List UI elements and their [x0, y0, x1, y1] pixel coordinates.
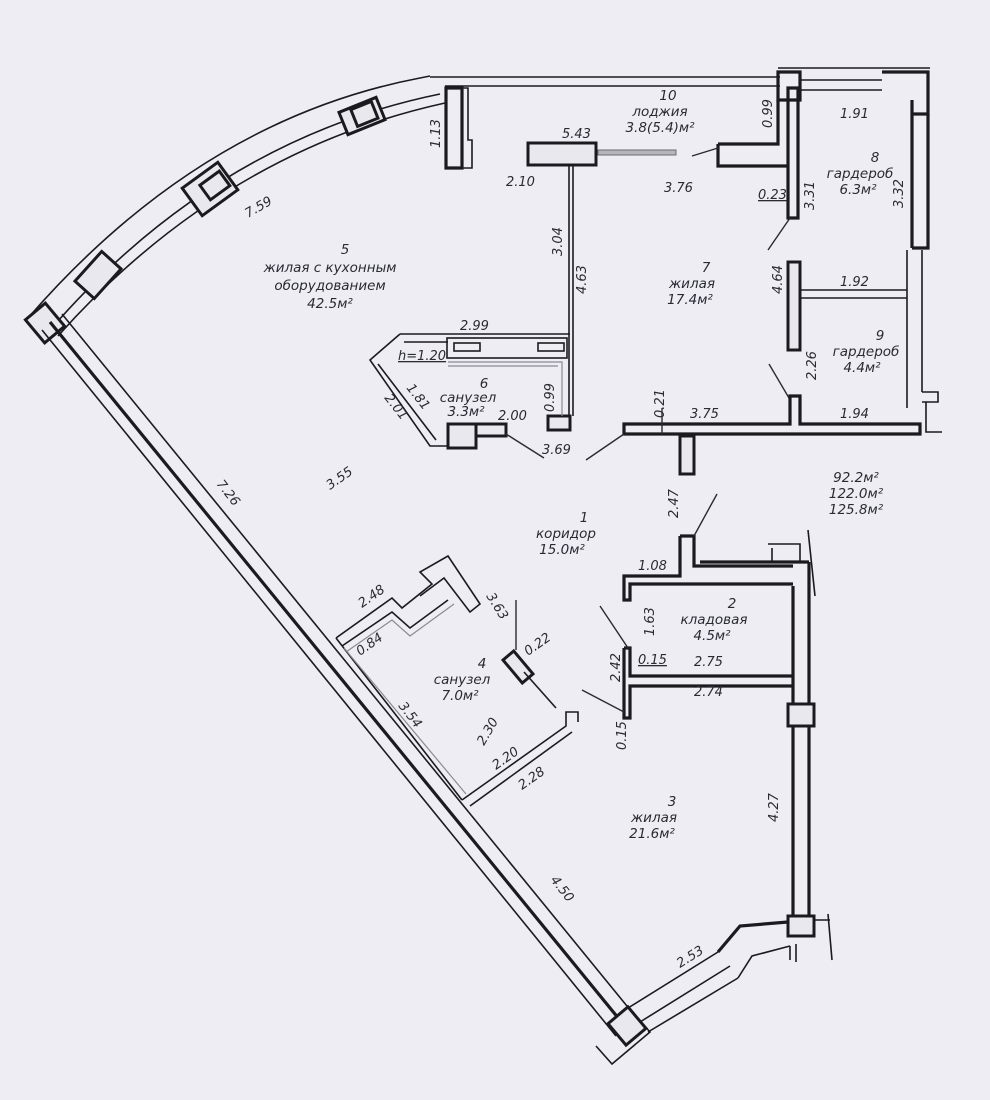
dim-2-26: 2.26: [805, 351, 820, 380]
dim-1-94: 1.94: [840, 407, 869, 422]
room-name: гардероб: [827, 166, 894, 182]
room-name: кладовая: [681, 612, 748, 628]
room-10-label: 10 лоджия 3.8(5.4)м²: [625, 88, 695, 136]
room-5-label: 5 жилая с кухонным оборудованием 42.5м²: [263, 242, 397, 312]
dim-3-69: 3.69: [542, 443, 571, 458]
dim-2-99: 2.99: [460, 319, 489, 334]
dim-3-32: 3.32: [892, 179, 907, 208]
room-number: 2: [728, 596, 737, 612]
dim-1-92: 1.92: [840, 275, 869, 290]
room-6-label: 6 санузел 3.3м²: [440, 376, 497, 420]
dim-0-15-b: 0.15: [615, 721, 630, 750]
dim-1-91: 1.91: [840, 107, 869, 122]
dim-7-59: 7.59: [243, 194, 276, 221]
room-2-label: 2 кладовая 4.5м²: [681, 596, 748, 644]
dim-2-30: 2.30: [474, 715, 501, 748]
dim-4-50: 4.50: [547, 873, 577, 905]
room-area: 3.3м²: [447, 404, 485, 420]
room-name: жилая: [630, 810, 677, 826]
dim-0-23: 0.23: [758, 188, 787, 203]
room-area: 21.6м²: [629, 826, 675, 842]
room-area: 4.5м²: [693, 628, 731, 644]
room-number: 1: [580, 510, 589, 526]
room-area: 4.4м²: [843, 360, 881, 376]
interior-walls: [335, 86, 922, 807]
room-name: санузел: [434, 672, 491, 688]
dim-0-22: 0.22: [522, 630, 554, 659]
room-area: 3.8(5.4)м²: [625, 120, 695, 136]
room-1-label: 1 коридор 15.0м²: [536, 510, 596, 558]
dim-4-27: 4.27: [767, 792, 782, 822]
room-number: 9: [876, 328, 885, 344]
dim-2-53: 2.53: [674, 943, 707, 971]
dim-1-63: 1.63: [643, 607, 658, 636]
dim-1-08: 1.08: [638, 559, 667, 574]
room-number: 5: [341, 242, 350, 258]
room-number: 6: [480, 376, 489, 392]
dim-2-42: 2.42: [609, 653, 624, 682]
room-8-label: 8 гардероб 6.3м²: [827, 150, 894, 198]
room-name: гардероб: [833, 344, 900, 360]
room-9-label: 9 гардероб 4.4м²: [833, 328, 900, 376]
room-name: оборудованием: [274, 278, 385, 294]
dim-2-75: 2.75: [694, 655, 723, 670]
dim-5-43: 5.43: [562, 127, 591, 142]
room-area: 7.0м²: [441, 688, 479, 704]
total-area: 122.0м²: [829, 486, 884, 502]
dim-3-76: 3.76: [664, 181, 693, 196]
window-pier: [337, 95, 387, 137]
dim-4-64: 4.64: [771, 265, 786, 294]
room-number: 3: [668, 794, 677, 810]
dim-2-10: 2.10: [506, 175, 535, 190]
dim-0-99-top: 0.99: [761, 99, 776, 128]
room-number: 8: [871, 150, 880, 166]
dim-3-75: 3.75: [690, 407, 719, 422]
dim-0-15-a: 0.15: [638, 653, 667, 668]
dim-3-55: 3.55: [324, 464, 356, 493]
dim-2-00: 2.00: [498, 409, 527, 424]
room-area: 6.3м²: [839, 182, 877, 198]
dim-0-99-wc: 0.99: [543, 383, 558, 412]
dim-3-31: 3.31: [803, 181, 818, 210]
dim-h-1-20: h=1.20: [398, 349, 446, 364]
room-number: 10: [659, 88, 676, 104]
room-4-label: 4 санузел 7.0м²: [434, 656, 491, 704]
room-name: жилая: [668, 276, 715, 292]
dim-2-47: 2.47: [667, 488, 682, 518]
room-name: коридор: [536, 526, 596, 542]
dim-0-21: 0.21: [653, 389, 668, 418]
window-pier: [72, 249, 124, 301]
room-area: 15.0м²: [539, 542, 585, 558]
room-name: жилая с кухонным: [263, 260, 397, 276]
dim-3-04: 3.04: [551, 227, 566, 256]
total-area-with-loggia: 125.8м²: [829, 502, 884, 518]
room-area: 17.4м²: [667, 292, 713, 308]
room-number: 7: [702, 260, 711, 276]
room-3-label: 3 жилая 21.6м²: [629, 794, 677, 842]
room-area: 42.5м²: [307, 296, 353, 312]
room-name: санузел: [440, 390, 497, 406]
room-name: лоджия: [631, 104, 687, 120]
dim-2-01: 2.01: [381, 391, 411, 423]
room-labels: 5 жилая с кухонным оборудованием 42.5м² …: [263, 88, 900, 842]
dim-2-48: 2.48: [356, 582, 388, 611]
living-area-total: 92.2м²: [833, 470, 879, 486]
window-pier: [180, 160, 240, 218]
room-7-label: 7 жилая 17.4м²: [667, 260, 715, 308]
outer-walls: [23, 67, 942, 1066]
room-number: 4: [478, 656, 487, 672]
dim-2-74: 2.74: [694, 685, 723, 700]
dim-4-63: 4.63: [575, 265, 590, 294]
area-totals: 92.2м² 122.0м² 125.8м²: [829, 470, 884, 518]
dim-1-13: 1.13: [429, 119, 444, 148]
dim-3-63: 3.63: [483, 590, 511, 623]
